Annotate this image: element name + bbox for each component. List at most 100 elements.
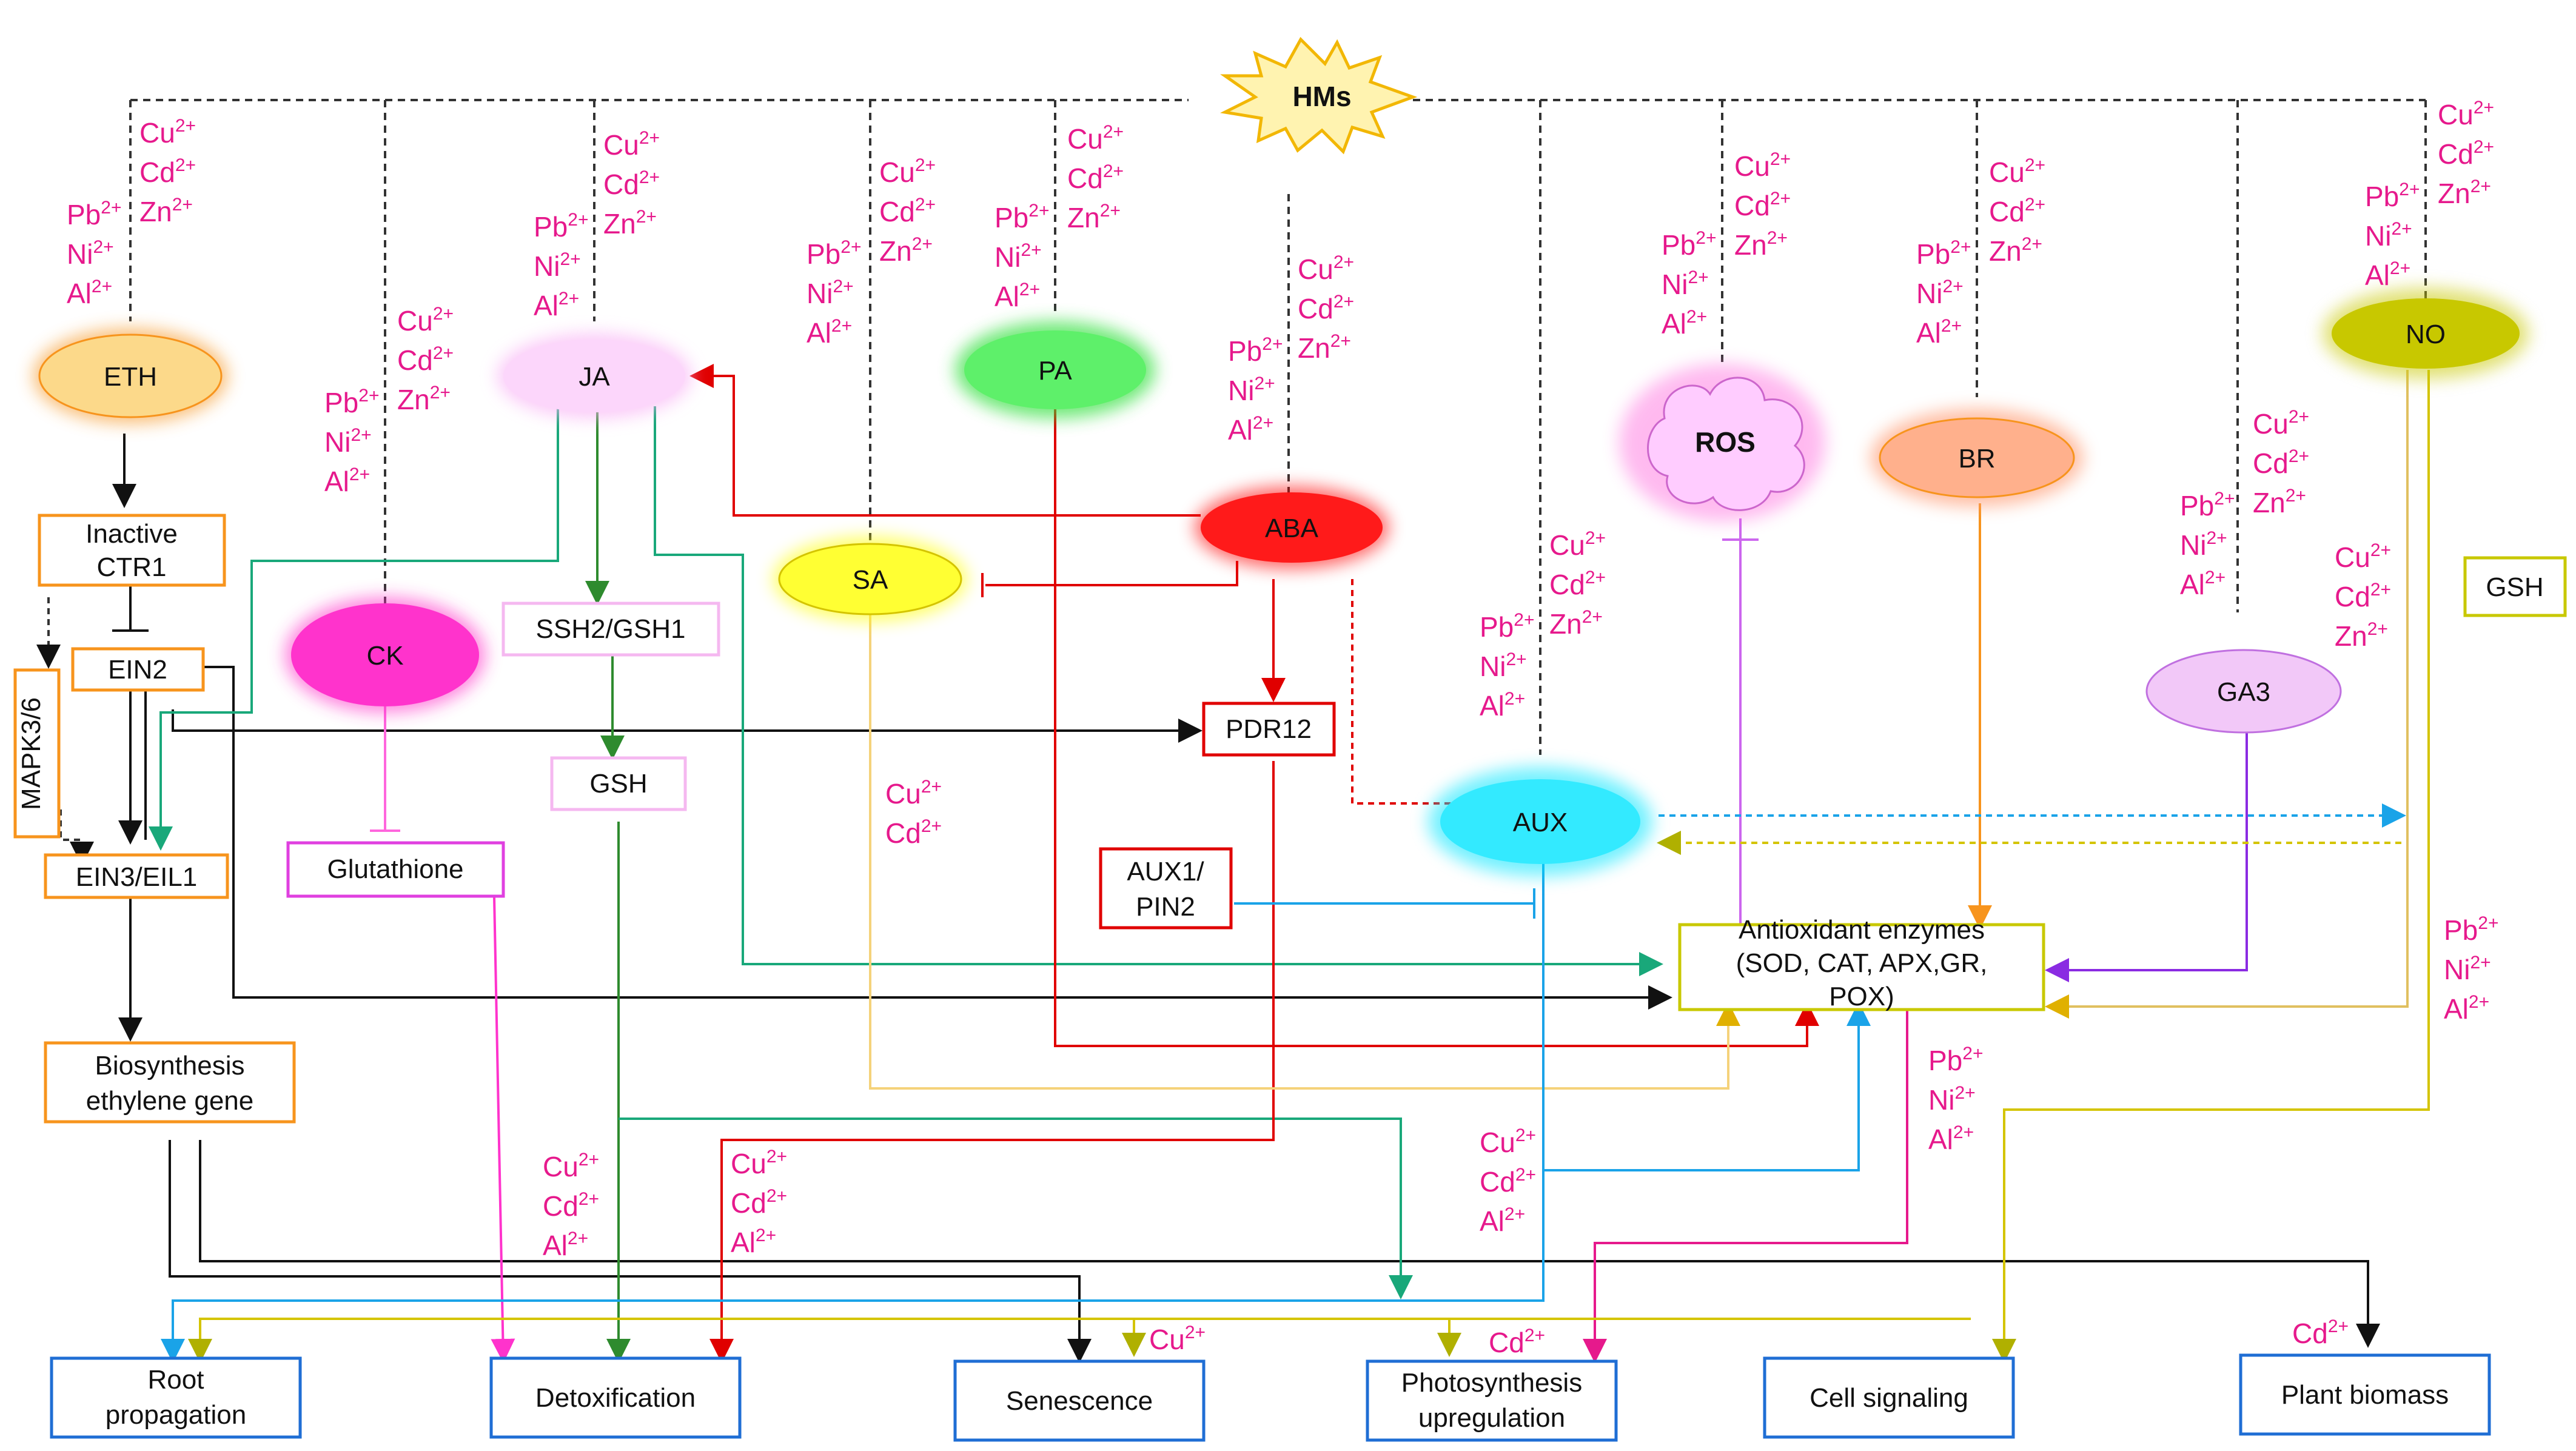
node-br: BR [1871, 409, 2083, 506]
ion-label-30: Cu2+ [1298, 252, 1354, 285]
ion-label-78: Cd2+ [1480, 1165, 1536, 1198]
ion-label-12: Cu2+ [603, 128, 660, 161]
ion-label-43: Al2+ [1662, 307, 1707, 340]
ja-label: JA [579, 362, 610, 392]
ion-label-57: Cd2+ [2253, 446, 2309, 479]
ion-label-82: Al2+ [543, 1228, 588, 1261]
sa-label: SA [853, 565, 888, 595]
ion-label-45: Cd2+ [1549, 568, 1606, 600]
ion-label-53: Pb2+ [1916, 237, 1971, 270]
ion-label-80: Cu2+ [543, 1150, 599, 1182]
no-label: NO [2406, 320, 2446, 349]
node-no: NO [2323, 288, 2529, 379]
antiox-line1: Antioxidant enzymes [1739, 915, 1985, 945]
biomass-label: Plant biomass [2281, 1380, 2449, 1410]
ion-label-21: Pb2+ [807, 237, 861, 270]
ion-label-18: Cu2+ [879, 155, 936, 188]
ion-label-52: Zn2+ [1989, 234, 2042, 267]
box-antioxidant: Antioxidant enzymes (SOD, CAT, APX,GR, P… [1678, 915, 2045, 1011]
ion-label-63: Cd2+ [2438, 137, 2494, 170]
ion-label-2: Zn2+ [139, 195, 193, 227]
photo-line1: Photosynthesis [1401, 1368, 1582, 1398]
ion-label-66: Ni2+ [2365, 219, 2412, 252]
ion-label-73: Al2+ [2444, 992, 2489, 1025]
ion-label-60: Ni2+ [2180, 528, 2227, 561]
biosyn-line2: ethylene gene [86, 1086, 253, 1116]
ion-label-76: Al2+ [1928, 1122, 1974, 1155]
ion-label-49: Al2+ [1480, 689, 1525, 722]
ion-label-83: Cu2+ [731, 1147, 787, 1179]
ion-label-8: Zn2+ [397, 383, 451, 415]
ion-label-38: Cu2+ [1734, 149, 1791, 182]
ion-label-10: Ni2+ [324, 425, 372, 458]
box-mapk: MAPK3/6 [13, 668, 61, 839]
ion-label-5: Al2+ [67, 276, 112, 309]
node-pa: PA [955, 321, 1155, 418]
box-ein2: EIN2 [71, 647, 205, 692]
ion-label-9: Pb2+ [324, 386, 379, 418]
box-gsh-mid: GSH [550, 756, 687, 811]
box-ssh2: SSH2/GSH1 [501, 602, 720, 657]
antiox-line3: POX) [1829, 982, 1894, 1011]
cell-label: Cell signaling [1810, 1383, 1968, 1413]
pa-label: PA [1038, 356, 1072, 386]
senescence-label: Senescence [1006, 1386, 1153, 1416]
ion-label-62: Cu2+ [2438, 98, 2494, 130]
ion-label-6: Cu2+ [397, 304, 454, 337]
outcome-cell: Cell signaling [1763, 1356, 2015, 1439]
outcome-detox: Detoxification [489, 1356, 742, 1439]
ion-label-42: Ni2+ [1662, 267, 1709, 300]
ion-label-41: Pb2+ [1662, 228, 1716, 261]
ion-label-4: Ni2+ [67, 237, 114, 270]
ion-label-33: Pb2+ [1228, 334, 1283, 367]
ion-label-32: Zn2+ [1298, 331, 1351, 364]
ion-label-70: Zn2+ [2335, 619, 2388, 652]
hub-label: HMs [1292, 81, 1351, 112]
node-ros: ROS [1619, 364, 1825, 521]
outcome-biomass: Plant biomass [2239, 1353, 2491, 1436]
ion-label-68: Cu2+ [2335, 540, 2391, 573]
ion-label-1: Cd2+ [139, 155, 196, 188]
hub-hms: HMs [1220, 36, 1418, 155]
ion-label-16: Ni2+ [534, 249, 581, 282]
antiox-line2: (SOD, CAT, APX,GR, [1736, 948, 1988, 978]
ion-label-17: Al2+ [534, 289, 579, 321]
ros-label: ROS [1695, 426, 1756, 458]
ion-label-87: Cd2+ [1489, 1325, 1545, 1358]
ion-label-51: Cd2+ [1989, 195, 2045, 227]
aux1-line1: AUX1/ [1127, 857, 1204, 886]
ion-label-64: Zn2+ [2438, 176, 2491, 209]
ion-label-69: Cd2+ [2335, 580, 2391, 612]
ion-label-26: Zn2+ [1067, 201, 1121, 233]
node-aux: AUX [1428, 767, 1652, 876]
biosyn-line1: Biosynthesis [95, 1051, 244, 1081]
ssh2-label: SSH2/GSH1 [536, 614, 686, 644]
aux-label: AUX [1513, 808, 1568, 837]
node-sa: SA [773, 537, 967, 622]
gsh-right-label: GSH [2486, 572, 2543, 602]
ion-label-46: Zn2+ [1549, 607, 1603, 640]
ion-label-35: Al2+ [1228, 413, 1273, 446]
ion-label-65: Pb2+ [2365, 179, 2420, 212]
ion-label-44: Cu2+ [1549, 528, 1606, 561]
ion-label-29: Al2+ [995, 280, 1040, 312]
ion-label-47: Pb2+ [1480, 610, 1534, 643]
box-aux1: AUX1/ PIN2 [1099, 847, 1233, 930]
outcome-root: Root propagation [50, 1356, 302, 1439]
box-glutathione: Glutathione [286, 841, 505, 898]
node-eth: ETH [33, 329, 227, 423]
box-ein3: EIN3/EIL1 [44, 853, 229, 899]
ion-label-84: Cd2+ [731, 1186, 787, 1219]
ion-label-27: Pb2+ [995, 201, 1049, 233]
root-line1: Root [148, 1365, 204, 1395]
ion-label-34: Ni2+ [1228, 374, 1275, 406]
ion-label-23: Al2+ [807, 316, 852, 349]
ion-label-58: Zn2+ [2253, 486, 2306, 518]
box-biosyn: Biosynthesis ethylene gene [44, 1041, 296, 1124]
ion-label-79: Al2+ [1480, 1204, 1525, 1237]
ion-label-55: Al2+ [1916, 316, 1962, 349]
ion-label-14: Zn2+ [603, 207, 657, 240]
root-line2: propagation [106, 1400, 246, 1430]
node-ja: JA [497, 333, 691, 418]
mapk-label: MAPK3/6 [16, 697, 46, 810]
